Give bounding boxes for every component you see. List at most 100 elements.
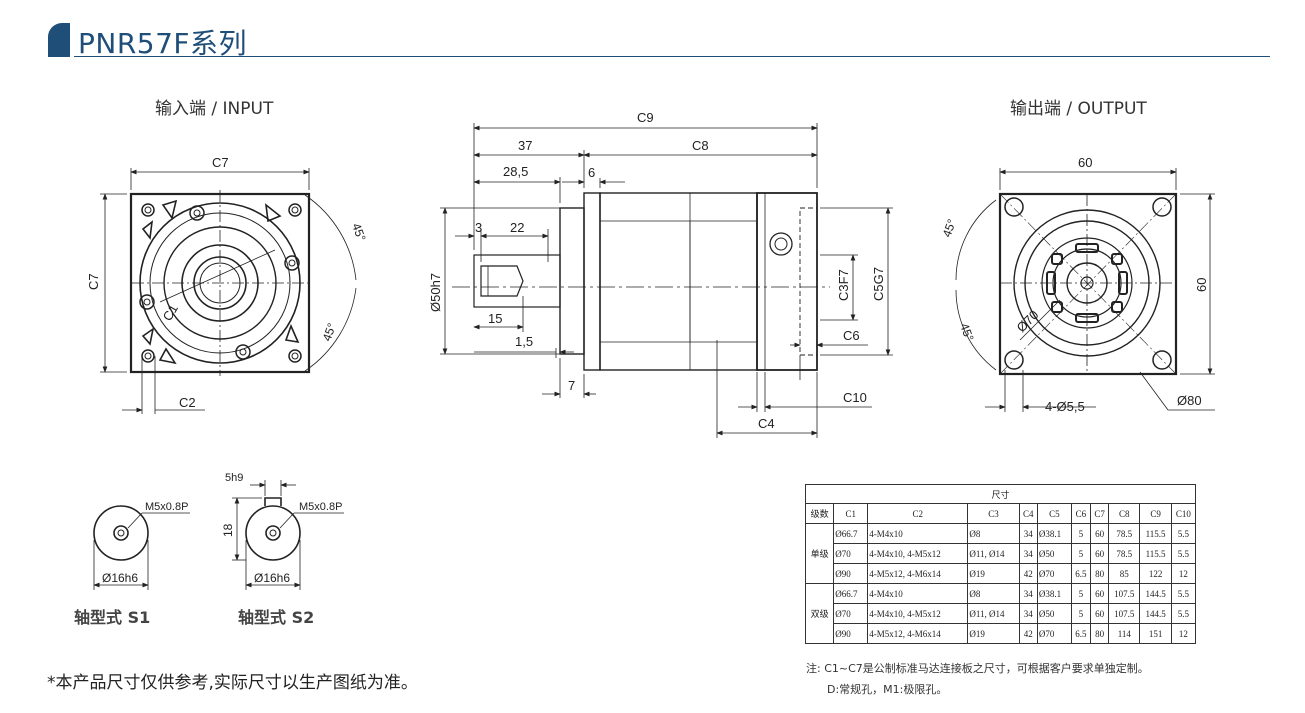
table-cell: 144.5 (1139, 603, 1172, 624)
table-cell: 60 (1089, 603, 1110, 624)
table-cell: 60 (1089, 523, 1110, 544)
input-c7-left: C7 (86, 273, 101, 290)
table-cell: 42 (1018, 563, 1038, 584)
input-c2: C2 (179, 395, 196, 410)
table-cell: 78.5 (1108, 543, 1141, 564)
output-view (955, 168, 1215, 412)
table-cell: 5 (1070, 523, 1092, 544)
side-c4: C4 (758, 416, 775, 431)
side-15: 15 (488, 311, 502, 326)
table-cell: 114 (1108, 623, 1141, 644)
table-cell: 6.5 (1070, 623, 1092, 644)
page-title: PNR57F系列 (78, 27, 248, 60)
table-cell: 34 (1018, 523, 1038, 544)
input-c7-top: C7 (212, 155, 229, 170)
table-header-cell: 级数 (804, 503, 835, 524)
table-cell: Ø19 (967, 563, 1020, 584)
table-cell: 5.5 (1170, 523, 1197, 544)
table-header-cell: C6 (1070, 503, 1092, 524)
output-45-top: 45° (940, 217, 959, 239)
side-pilot (559, 207, 585, 355)
table-cell: 144.5 (1139, 583, 1172, 604)
s1-dia: Ø16h6 (102, 571, 138, 585)
table-cell: 5 (1070, 543, 1092, 564)
table-cell: 115.5 (1139, 523, 1172, 544)
table-cell: 5.5 (1170, 543, 1197, 564)
table-cell: 80 (1089, 623, 1110, 644)
side-37: 37 (518, 138, 532, 153)
table-cell: 5.5 (1170, 583, 1197, 604)
table-header-cell: C10 (1170, 503, 1197, 524)
output-phi80: Ø80 (1177, 393, 1202, 408)
s2-key: 5h9 (225, 472, 243, 484)
input-45-top: 45° (349, 221, 368, 243)
table-cell: Ø8 (967, 583, 1020, 604)
table-cell: 122 (1139, 563, 1172, 584)
shaft-s2-label: 轴型式 S2 (238, 608, 315, 627)
table-cell: Ø11, Ø14 (967, 543, 1020, 564)
input-45-bottom: 45° (320, 321, 339, 343)
table-cell: 5.5 (1170, 603, 1197, 624)
table-cell: 78.5 (1108, 523, 1141, 544)
table-header-cell: C1 (833, 503, 869, 524)
table-cell: Ø50 (1036, 603, 1072, 624)
side-3: 3 (475, 220, 482, 235)
page-header: PNR57F系列 (48, 20, 1270, 60)
table-cell: 80 (1089, 563, 1110, 584)
s2-height: 18 (221, 523, 235, 537)
s2-dia: Ø16h6 (254, 571, 290, 585)
output-flange-square (998, 192, 1178, 376)
table-cell: Ø11, Ø14 (967, 603, 1020, 624)
table-cell: Ø70 (1036, 563, 1072, 584)
output-45-bottom: 45° (957, 321, 976, 343)
table-cell: 115.5 (1139, 543, 1172, 564)
side-c5: C5G7 (871, 267, 886, 301)
side-body (599, 192, 758, 371)
table-cell: 6.5 (1070, 563, 1092, 584)
table-cell: 107.5 (1108, 603, 1141, 624)
table-header-cell: C5 (1036, 503, 1072, 524)
table-cell: Ø66.7 (833, 523, 869, 544)
side-7: 7 (568, 378, 575, 393)
input-view-label: 输入端 / INPUT (155, 99, 274, 119)
table-cell: Ø38.1 (1036, 523, 1072, 544)
table-header-cell: C9 (1139, 503, 1172, 524)
table-group-cell: 双级 (804, 583, 835, 644)
side-screw (769, 232, 793, 256)
table-cell: Ø70 (1036, 623, 1072, 644)
table-cell: 5 (1070, 603, 1092, 624)
table-cell: 4-M4x10, 4-M5x12 (867, 543, 969, 564)
shaft-s1-label: 轴型式 S1 (74, 608, 151, 627)
table-header-cell: C3 (967, 503, 1020, 524)
table-cell: 34 (1018, 583, 1038, 604)
table-cell: 4-M4x10, 4-M5x12 (867, 603, 969, 624)
table-cell: 107.5 (1108, 583, 1141, 604)
output-60-top: 60 (1078, 155, 1092, 170)
table-cell: 4-M5x12, 4-M6x14 (867, 623, 969, 644)
shaft-s2 (232, 480, 344, 590)
table-cell: 60 (1089, 543, 1110, 564)
s2-thread: M5x0.8P (299, 501, 342, 513)
input-view (100, 168, 357, 414)
input-c1: C1 (160, 302, 181, 324)
table-cell: 4-M4x10 (867, 523, 969, 544)
s1-thread: M5x0.8P (145, 501, 188, 513)
table-cell: Ø8 (967, 523, 1020, 544)
table-header-cell: C7 (1089, 503, 1110, 524)
header-rule (74, 56, 1270, 57)
table-cell: 5 (1070, 583, 1092, 604)
table-note-2: D:常规孔，M1:极限孔。 (827, 683, 948, 696)
table-group-cell: 单级 (804, 523, 835, 584)
table-cell: 12 (1170, 563, 1197, 584)
table-cell: 42 (1018, 623, 1038, 644)
table-note-1: 注: C1~C7是公制标准马达连接板之尺寸，可根据客户要求单独定制。 (806, 662, 1149, 675)
side-c9: C9 (637, 110, 654, 125)
